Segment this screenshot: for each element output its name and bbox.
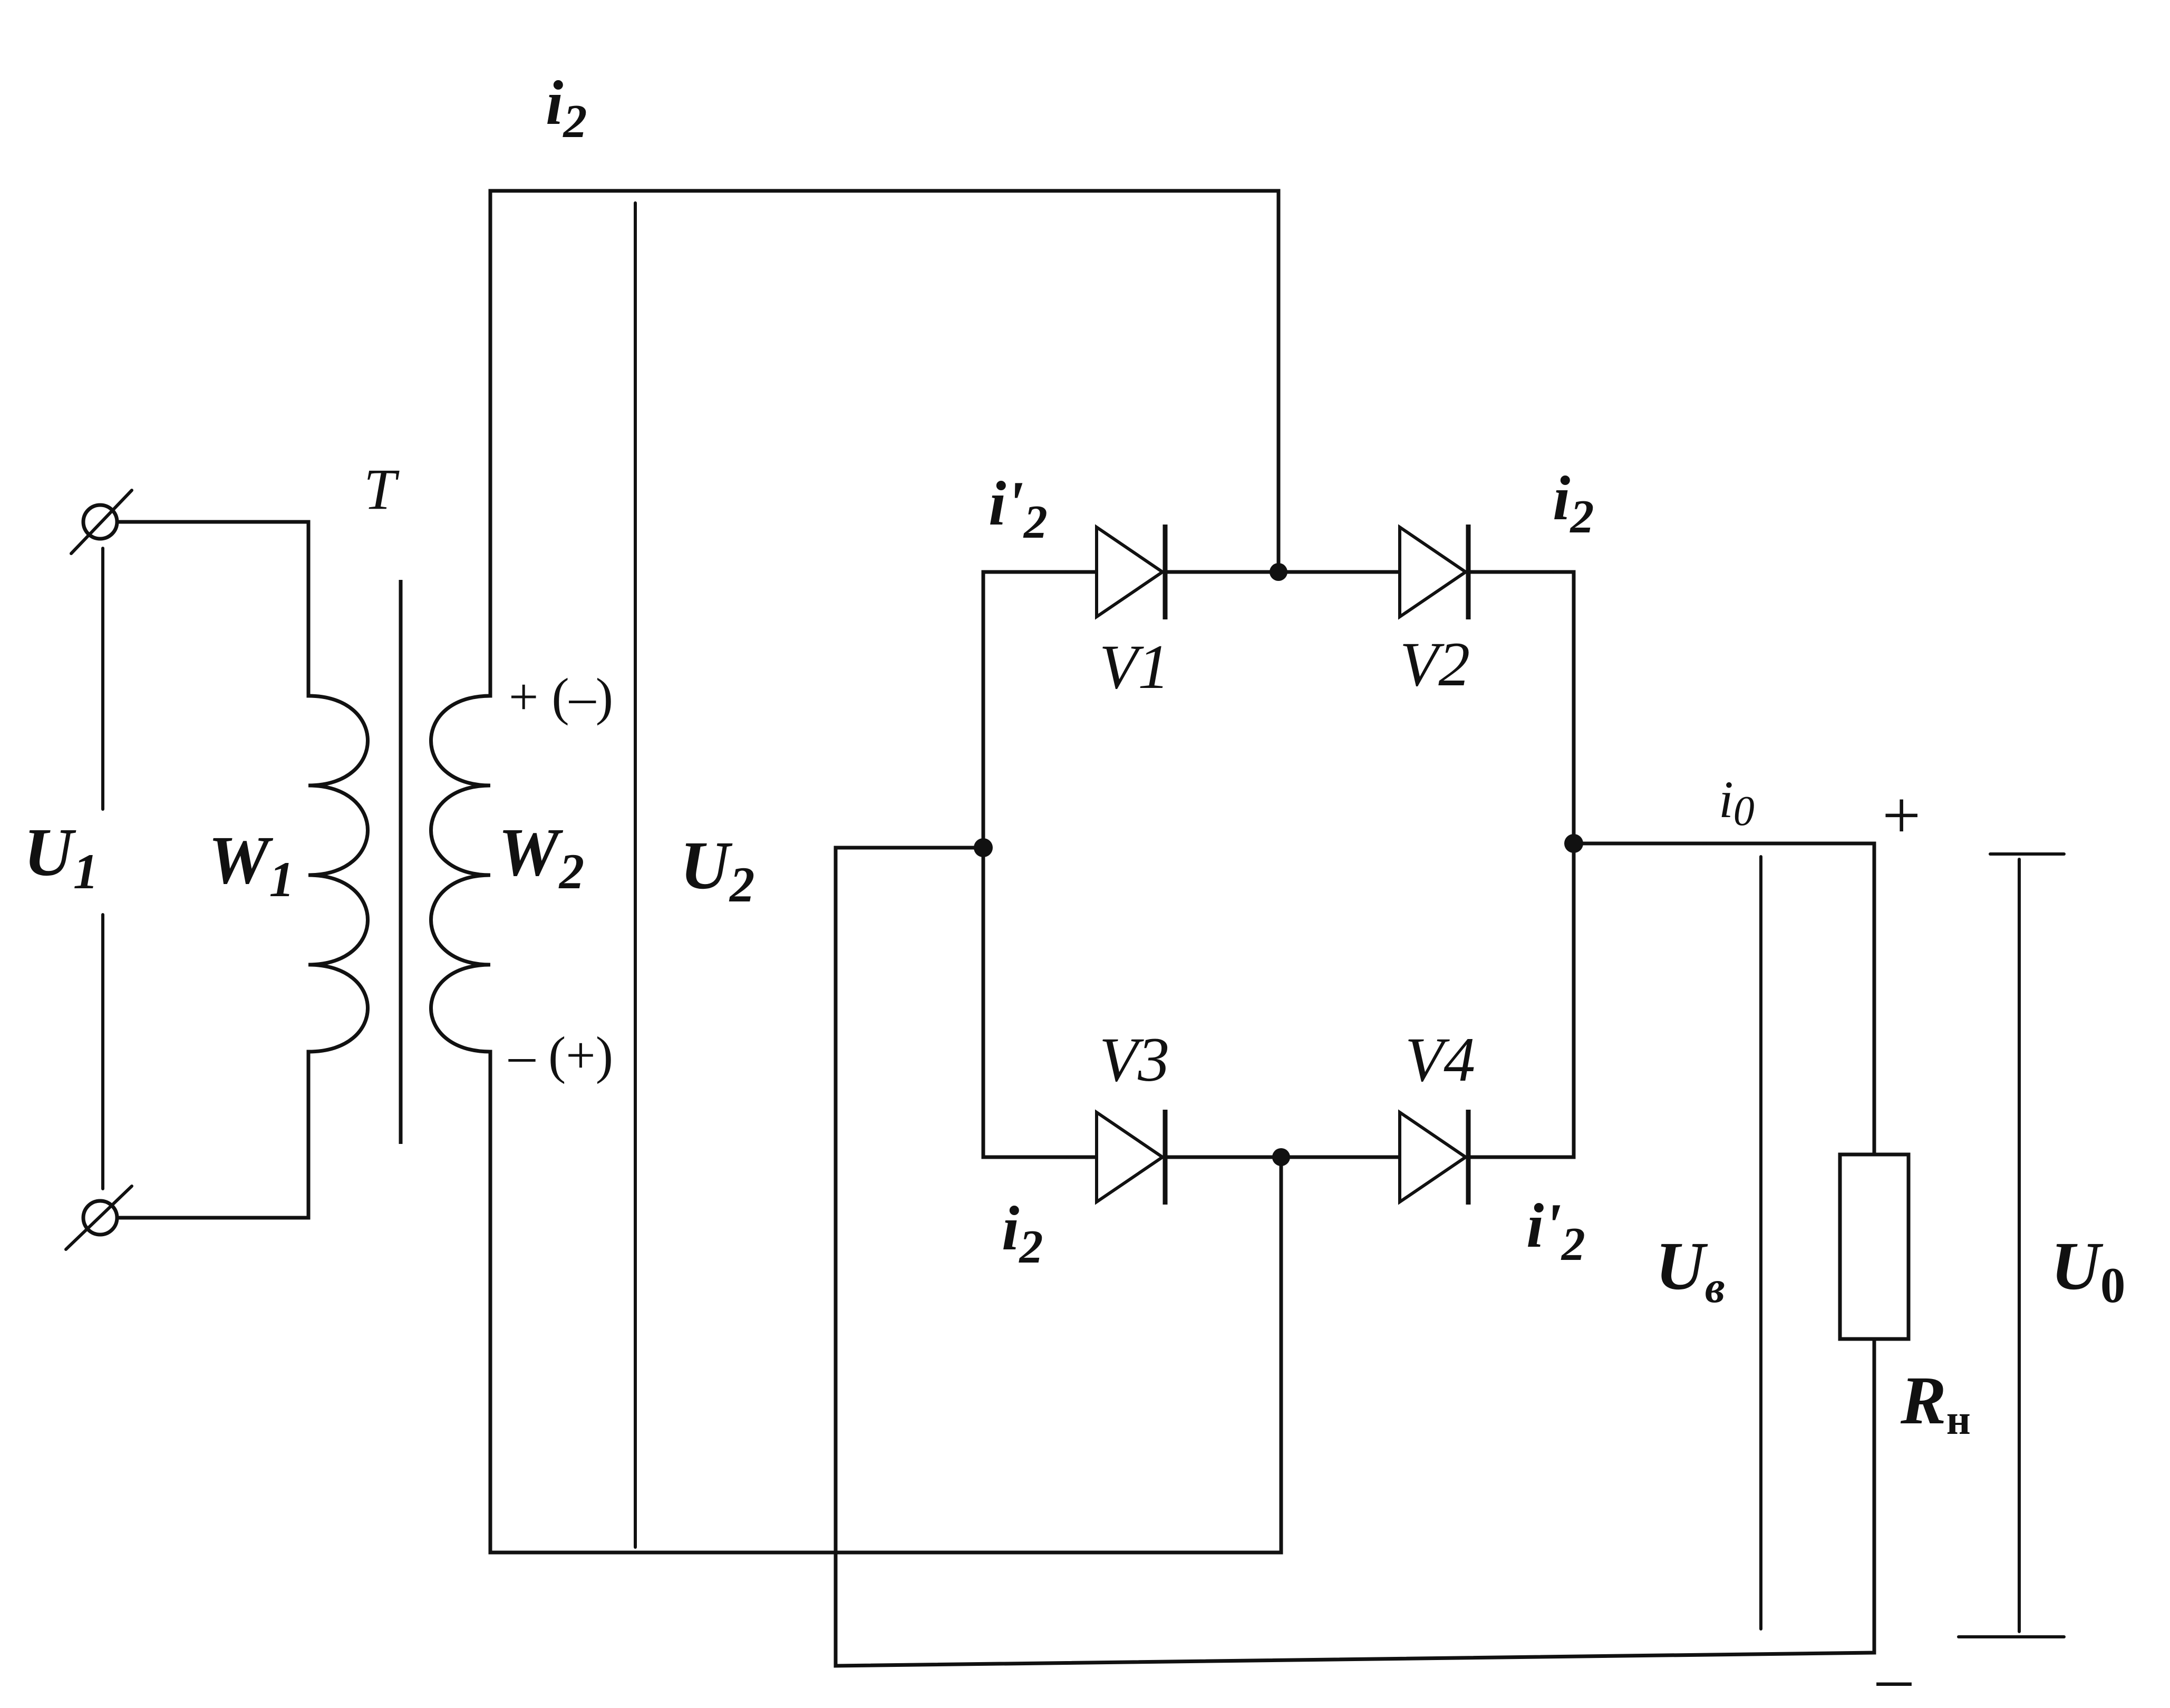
label-w1: W1 xyxy=(208,822,294,907)
label-i2-top: i2 xyxy=(546,67,587,148)
diode-v1 xyxy=(1095,524,1168,620)
load-resistor[interactable] xyxy=(1838,1152,1911,1341)
secondary-circuit xyxy=(429,189,1283,1555)
label-v3: V3 xyxy=(1099,1024,1169,1094)
output-wire-positive xyxy=(1572,841,1876,1157)
node-bottom xyxy=(1272,1148,1290,1166)
diode-bridge xyxy=(974,524,1583,1205)
secondary-wire-bottom xyxy=(488,1050,1283,1555)
primary-circuit xyxy=(64,489,370,1251)
primary-wire-bottom xyxy=(115,1050,311,1220)
label-u2: U2 xyxy=(680,828,754,913)
label-output-minus: – xyxy=(1876,1639,1912,1708)
label-v1: V1 xyxy=(1099,632,1169,702)
terminal-bottom-slash xyxy=(64,1185,133,1251)
label-i0: i0 xyxy=(1719,770,1755,834)
diode-v4 xyxy=(1398,1109,1471,1205)
node-top xyxy=(1270,563,1287,581)
label-i2-v2: i2 xyxy=(1553,463,1594,543)
secondary-wire-top xyxy=(488,189,1281,698)
label-u0: U0 xyxy=(2051,1228,2125,1313)
label-i2-v3: i2 xyxy=(1002,1193,1043,1273)
label-uv: Uв xyxy=(1655,1228,1725,1312)
label-i2prime-v4: i'2 xyxy=(1526,1190,1585,1270)
terminal-top-slash xyxy=(70,489,133,555)
secondary-winding xyxy=(429,694,491,1054)
primary-wire-top xyxy=(115,520,311,698)
label-v2: V2 xyxy=(1400,629,1470,699)
label-output-plus: + xyxy=(1882,778,1921,853)
label-polarity-bottom: – (+) xyxy=(508,1026,613,1084)
diode-v3 xyxy=(1095,1109,1168,1205)
label-transformer: T xyxy=(364,457,400,521)
primary-winding xyxy=(308,694,370,1054)
label-w2: W2 xyxy=(498,814,584,899)
label-i2prime-v1: i'2 xyxy=(989,468,1048,548)
label-v4: V4 xyxy=(1405,1024,1475,1094)
output-circuit xyxy=(834,841,2066,1668)
label-polarity-top: + (–) xyxy=(509,667,613,726)
diode-v2 xyxy=(1398,524,1471,620)
label-rn: Rн xyxy=(1900,1363,1971,1443)
label-u1: U1 xyxy=(24,814,98,899)
output-wire-negative xyxy=(834,846,1876,1668)
